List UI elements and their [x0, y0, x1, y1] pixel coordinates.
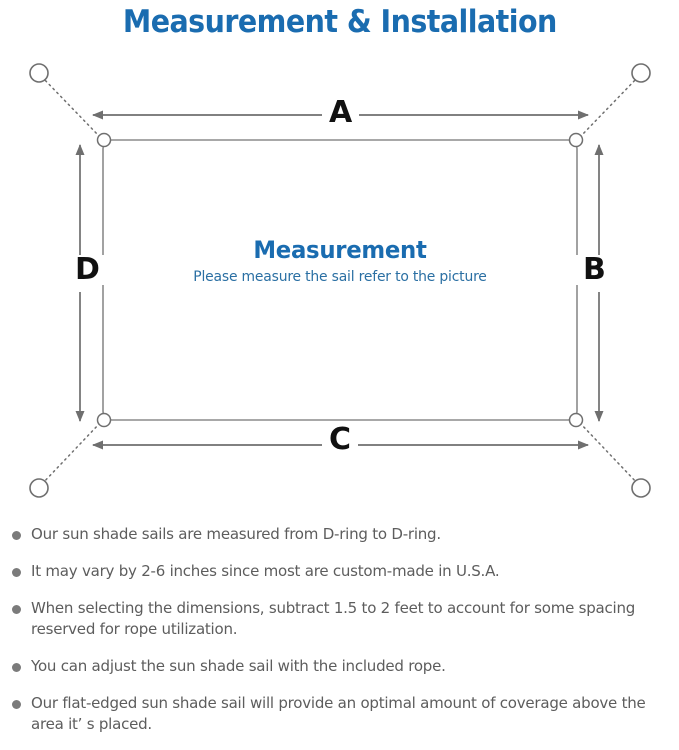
rope-top-right [579, 75, 640, 138]
sail-body [102, 139, 578, 421]
bullet-icon [12, 662, 21, 672]
diagram-svg [29, 63, 651, 498]
note-text: You can adjust the sun shade sail with t… [31, 656, 446, 675]
bullet-icon [12, 531, 21, 540]
anchor-point-top-right [631, 63, 651, 83]
bullet-icon [12, 699, 21, 709]
list-item: When selecting the dimensions, subtract … [0, 598, 679, 640]
page-title: Measurement & Installation [122, 4, 557, 40]
note-text: When selecting the dimensions, subtract … [31, 598, 636, 638]
anchor-point-top-left [29, 63, 49, 83]
list-item: Our flat-edged sun shade sail will provi… [0, 693, 679, 735]
rope-bottom-left [40, 422, 101, 486]
sail-measurement-diagram: A B C D Measurement Please measure the s… [0, 44, 679, 522]
note-text: Our sun shade sails are measured from D-… [31, 525, 441, 543]
rope-top-left [40, 75, 101, 138]
d-ring-top-left [96, 132, 112, 148]
title-bar: Measurement & Installation [0, 0, 679, 44]
anchor-points [29, 63, 651, 498]
note-text: Our flat-edged sun shade sail will provi… [31, 693, 646, 733]
dimension-label-b: B [576, 255, 613, 285]
list-item: You can adjust the sun shade sail with t… [0, 656, 679, 677]
rope-bottom-right [579, 422, 640, 486]
anchor-point-bottom-left [29, 478, 49, 498]
note-text: It may vary by 2-6 inches since most are… [31, 561, 500, 580]
anchor-point-bottom-right [631, 478, 651, 498]
notes-list: Our sun shade sails are measured from D-… [0, 524, 679, 750]
list-item: It may vary by 2-6 inches since most are… [0, 561, 679, 582]
d-ring-top-right [568, 132, 584, 148]
bullet-icon [12, 604, 21, 614]
dimension-label-c: C [322, 425, 359, 455]
rope-lines [40, 75, 640, 486]
d-ring-bottom-left [96, 412, 112, 428]
d-rings [96, 132, 584, 428]
bullet-icon [12, 567, 21, 577]
d-ring-bottom-right [568, 412, 584, 428]
dimension-label-d: D [68, 255, 107, 285]
list-item: Our sun shade sails are measured from D-… [0, 524, 679, 545]
dimension-label-a: A [322, 98, 360, 128]
